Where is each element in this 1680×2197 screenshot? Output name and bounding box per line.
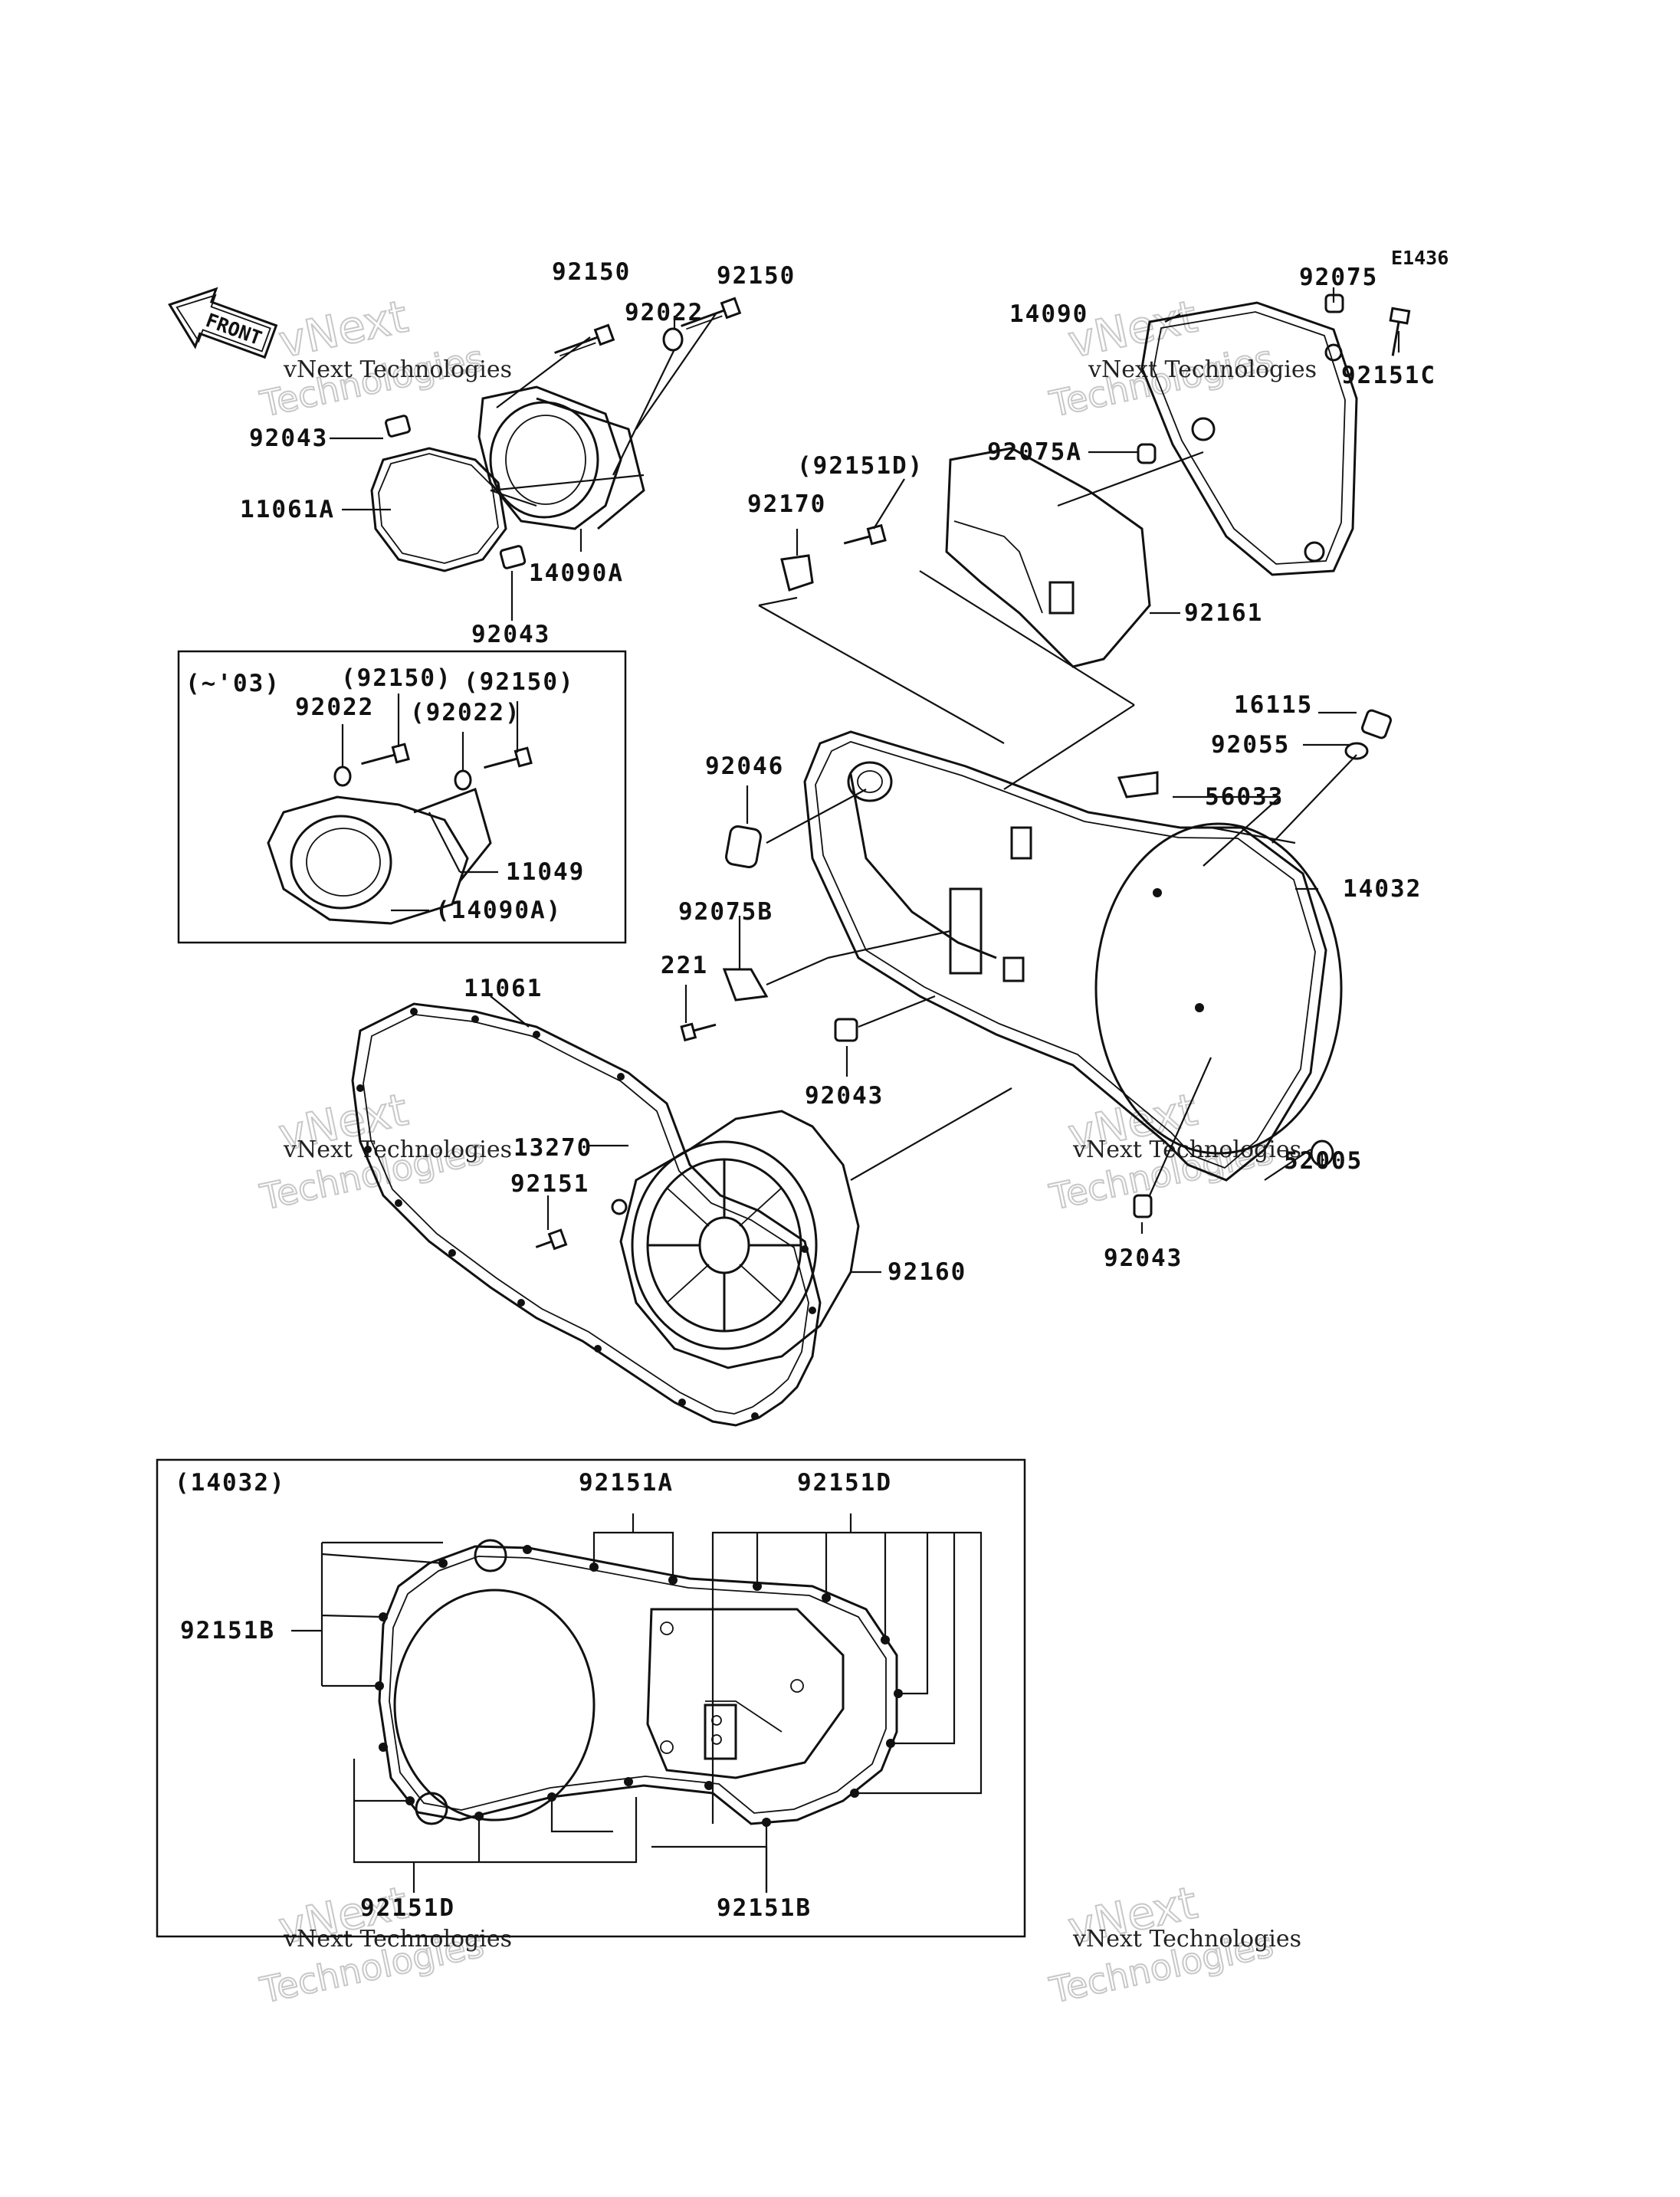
front-arrow-icon: FRONT [168,287,278,359]
label-92151C: 92151C [1341,362,1436,389]
label-92075A: 92075A [987,438,1082,466]
label-92043-a: 92043 [249,425,328,452]
label-92075: 92075 [1299,264,1378,291]
watermark-text: vNext Technologies [1088,356,1317,383]
label-92151D-paren: (92151D) [797,452,924,480]
inset-label-92151B-left: 92151B [180,1617,275,1644]
inset-label-14090A: (14090A) [435,897,562,924]
inset-early-housing [267,694,533,925]
label-13270: 13270 [514,1134,592,1162]
label-16115: 16115 [1234,691,1313,719]
label-221: 221 [661,952,708,979]
label-92022: 92022 [625,299,704,326]
clutch-cover-92160 [490,995,1012,1369]
watermark-text: vNext Technologies [283,1136,512,1163]
label-14032: 14032 [1343,875,1422,903]
label-92075B: 92075B [678,898,773,926]
label-11061: 11061 [464,975,543,1002]
inset-label-92151D-bottom: 92151D [360,1894,455,1922]
inset-early-model-box [177,650,627,944]
inset-label-92151B-bottom: 92151B [717,1894,812,1922]
label-14090: 14090 [1009,300,1088,328]
label-92170: 92170 [747,490,826,518]
label-92055: 92055 [1211,731,1290,759]
watermark-text: vNext Technologies [283,1926,512,1953]
label-92151: 92151 [510,1170,589,1198]
watermark-text: vNext Technologies [283,356,512,383]
label-92046: 92046 [705,753,784,780]
crankcase-cover-14032 [680,709,1392,1234]
inset-label-92151D-top: 92151D [797,1469,892,1497]
inset-cover-drawing [291,1513,983,1893]
label-56033: 56033 [1205,783,1284,811]
side-cover-assembly [758,287,1411,790]
inset-label-92151A: 92151A [579,1469,674,1497]
gasket-11061 [351,1002,822,1427]
inset-cover-box [156,1458,1026,1938]
label-52005: 52005 [1284,1147,1363,1175]
watermark-group: vNext Technologies vNext Technologies vN… [256,290,1317,2012]
watermark-text: vNext Technologies [1072,1926,1301,1953]
pump-cover-assembly [330,297,742,621]
inset-cover-title: (14032) [175,1469,286,1497]
figure-code: E1436 [1391,247,1449,269]
label-92043-d: 92043 [1104,1244,1183,1272]
label-14090A: 14090A [529,559,624,587]
inset-label-92022b: (92022) [410,699,521,726]
label-92160: 92160 [888,1258,966,1286]
inset-label-92022a: 92022 [295,694,374,721]
label-92161: 92161 [1184,599,1263,627]
inset-label-92150a: (92150) [341,664,452,692]
inset-label-92150b: (92150) [464,668,575,696]
label-92150-left: 92150 [552,258,631,286]
inset-early-title: (~'03) [185,670,281,697]
label-11061A: 11061A [240,496,335,523]
label-92043-b: 92043 [471,621,550,648]
label-92150-right: 92150 [717,262,796,290]
label-92043-c: 92043 [805,1082,884,1110]
inset-label-11049: 11049 [506,858,585,886]
